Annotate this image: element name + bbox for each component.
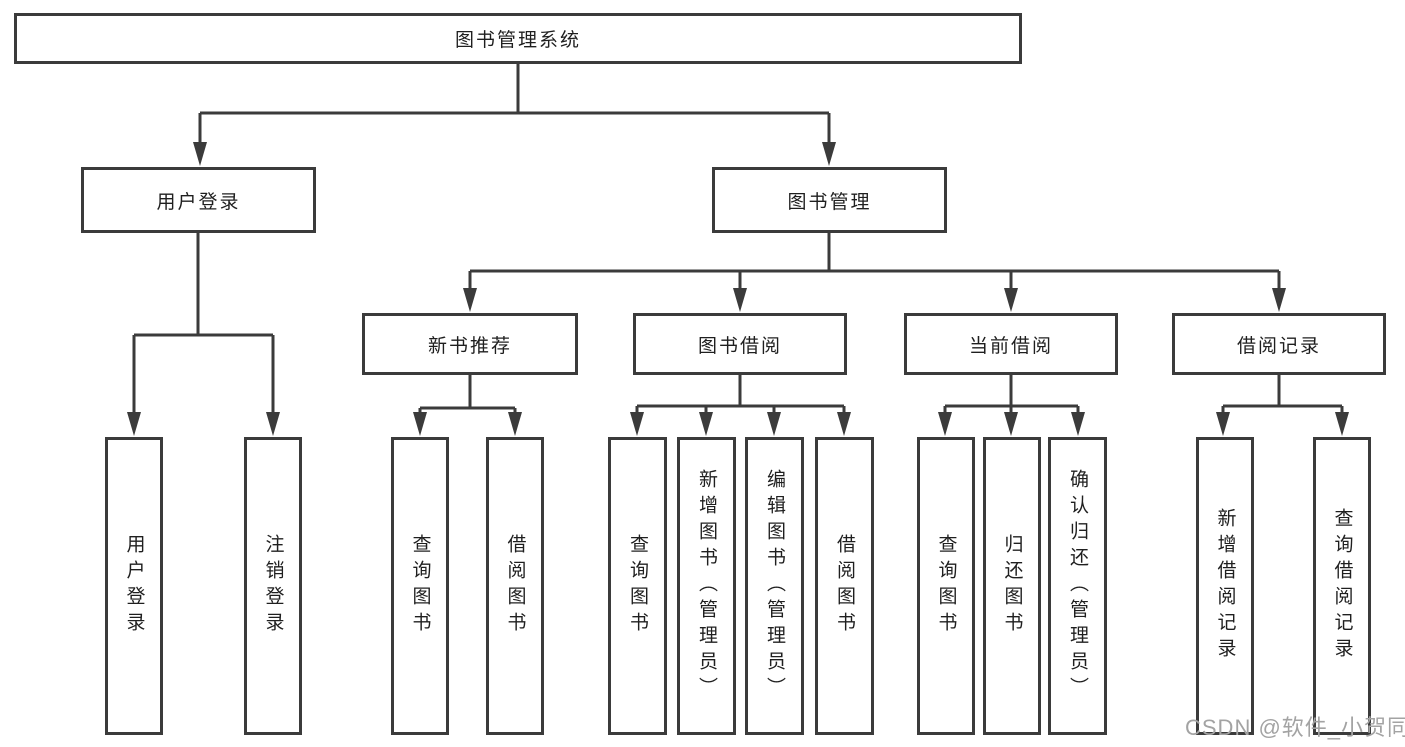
node-label: 图书管理系统 [454, 30, 581, 51]
node-return-books: 归还图书 [983, 437, 1041, 735]
csdn-watermark: CSDN @软件_小贺同学 [1185, 715, 1405, 740]
node-new-book-recommend: 新书推荐 [362, 313, 578, 375]
node-label: 借阅图书 [834, 534, 855, 638]
node-borrow-books-action: 借阅图书 [815, 437, 874, 735]
node-label: 归还图书 [1001, 534, 1023, 638]
node-label: 借阅图书 [504, 534, 526, 638]
node-query-books-current: 查询图书 [917, 437, 975, 735]
node-label: 编辑图书（管理员） [764, 469, 785, 703]
node-add-book-admin: 新增图书（管理员） [677, 437, 736, 735]
node-label: 注销登录 [262, 534, 284, 638]
node-label: 图书管理 [787, 191, 872, 213]
node-label: 图书借阅 [697, 335, 782, 357]
arrowheads [127, 142, 1349, 436]
node-label: 借阅记录 [1236, 335, 1321, 357]
node-label: 查询图书 [627, 534, 648, 638]
node-query-books-borrowing: 查询图书 [608, 437, 667, 735]
node-book-borrowing: 图书借阅 [633, 313, 847, 375]
node-book-management: 图书管理 [712, 167, 947, 233]
node-label: 当前借阅 [968, 335, 1053, 357]
node-label: 用户登录 [156, 191, 241, 213]
node-confirm-return-admin: 确认归还（管理员） [1048, 437, 1107, 735]
node-add-borrow-record: 新增借阅记录 [1196, 437, 1254, 735]
node-current-borrowing: 当前借阅 [904, 313, 1118, 375]
node-query-books-recommend: 查询图书 [391, 437, 449, 735]
node-library-system: 图书管理系统 [14, 13, 1022, 64]
node-edit-book-admin: 编辑图书（管理员） [745, 437, 804, 735]
node-label: 确认归还（管理员） [1067, 469, 1088, 703]
node-label: 查询图书 [409, 534, 431, 638]
node-query-borrow-record: 查询借阅记录 [1313, 437, 1371, 735]
node-label: 新增图书（管理员） [696, 469, 717, 703]
node-borrowing-records: 借阅记录 [1172, 313, 1386, 375]
node-user-login-action: 用户登录 [105, 437, 163, 735]
node-borrow-books-recommend: 借阅图书 [486, 437, 544, 735]
node-label: 新增借阅记录 [1214, 508, 1236, 664]
node-label: 用户登录 [123, 534, 145, 638]
node-user-login: 用户登录 [81, 167, 316, 233]
node-label: 查询借阅记录 [1331, 508, 1353, 664]
node-label: 查询图书 [935, 534, 957, 638]
node-logout: 注销登录 [244, 437, 302, 735]
node-label: 新书推荐 [427, 335, 512, 357]
